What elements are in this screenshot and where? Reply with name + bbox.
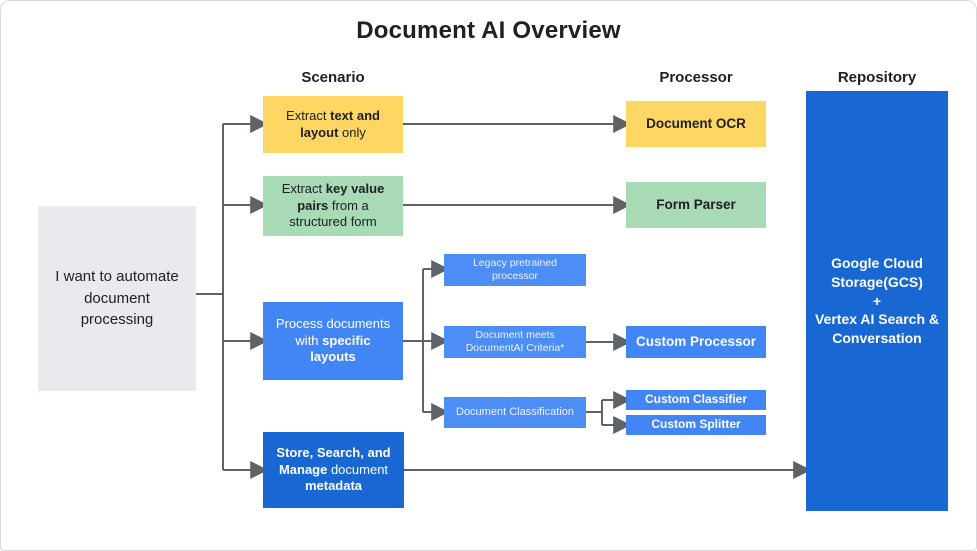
document-classification-label: Document Classification [456, 405, 574, 418]
processor-custom-processor: Custom Processor [626, 326, 766, 358]
scenario-extract-text-layout: Extract text and layout only [263, 96, 403, 153]
form-parser-label: Form Parser [656, 197, 736, 213]
scenario-store-search-manage: Store, Search, and Manage document metad… [263, 432, 404, 508]
column-header-scenario: Scenario [301, 69, 365, 86]
scenario-extract-key-value: Extract key value pairs from a structure… [263, 176, 403, 236]
scenario-store-search-manage-label: Store, Search, and Manage document metad… [276, 444, 391, 494]
column-header-repository: Repository [837, 69, 917, 86]
intent-box: I want to automate document processing [38, 206, 196, 391]
custom-processor-label: Custom Processor [635, 334, 757, 350]
node-document-classification: Document Classification [444, 397, 586, 428]
intent-label: I want to automate document processing [55, 267, 179, 329]
legacy-pretrained-label: Legacy pretrained processor [472, 256, 558, 282]
column-header-processor: Processor [659, 69, 733, 86]
scenario-specific-layouts: Process documents with specific layouts [263, 302, 403, 380]
processor-custom-splitter: Custom Splitter [626, 415, 766, 435]
document-criteria-label: Document meets DocumentAI Criteria* [465, 328, 565, 354]
document-ocr-label: Document OCR [646, 116, 746, 132]
repository-box: Google Cloud Storage(GCS) + Vertex AI Se… [806, 91, 948, 511]
page-title: Document AI Overview [356, 17, 621, 44]
node-document-meets-criteria: Document meets DocumentAI Criteria* [444, 326, 586, 358]
custom-splitter-label: Custom Splitter [651, 417, 741, 432]
processor-form-parser: Form Parser [626, 182, 766, 228]
scenario-extract-text-layout-label: Extract text and layout only [286, 107, 380, 140]
scenario-extract-key-value-label: Extract key value pairs from a structure… [281, 180, 385, 230]
processor-document-ocr: Document OCR [626, 101, 766, 147]
node-legacy-pretrained-processor: Legacy pretrained processor [444, 254, 586, 286]
processor-custom-classifier: Custom Classifier [626, 390, 766, 410]
repository-label: Google Cloud Storage(GCS) + Vertex AI Se… [815, 254, 939, 347]
scenario-specific-layouts-label: Process documents with specific layouts [275, 315, 391, 365]
custom-classifier-label: Custom Classifier [644, 392, 748, 407]
